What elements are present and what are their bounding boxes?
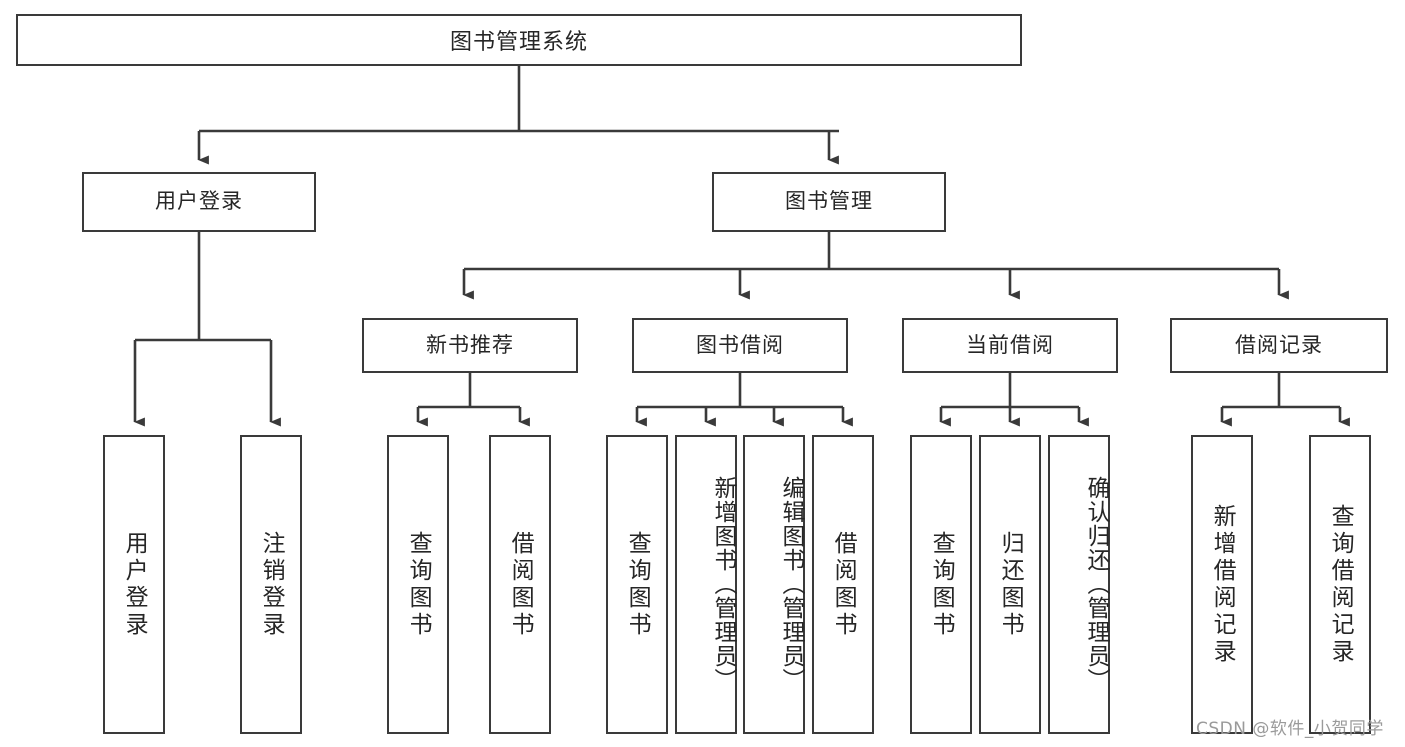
leaf-label: 确认归还（管理员）: [1083, 475, 1109, 692]
leaf-new-book-query[interactable]: 查询图书: [387, 435, 449, 734]
leaf-label: 查询借阅记录: [1327, 503, 1354, 666]
leaf-record-query[interactable]: 查询借阅记录: [1309, 435, 1371, 734]
leaf-label: 编辑图书（管理员）: [778, 475, 804, 692]
leaf-new-book-borrow[interactable]: 借阅图书: [489, 435, 551, 734]
leaf-label: 查询图书: [624, 530, 651, 639]
leaf-label: 用户登录: [121, 530, 148, 639]
node-current-borrow-label: 当前借阅: [966, 332, 1054, 357]
node-book-management-label: 图书管理: [785, 189, 873, 214]
node-root-label: 图书管理系统: [449, 30, 588, 55]
leaf-current-confirm-return[interactable]: 确认归还（管理员）: [1048, 435, 1110, 734]
leaf-label: 查询图书: [928, 530, 955, 639]
leaf-label: 查询图书: [405, 530, 432, 639]
node-current-borrow[interactable]: 当前借阅: [902, 318, 1118, 373]
leaf-label: 新增图书（管理员）: [710, 475, 736, 692]
leaf-label: 归还图书: [997, 530, 1024, 639]
leaf-borrow-add-book[interactable]: 新增图书（管理员）: [675, 435, 737, 734]
node-user-login[interactable]: 用户登录: [82, 172, 316, 232]
leaf-label: 借阅图书: [830, 530, 857, 639]
leaf-current-return-book[interactable]: 归还图书: [979, 435, 1041, 734]
leaf-user-login-signin[interactable]: 用户登录: [103, 435, 165, 734]
node-book-borrow-label: 图书借阅: [696, 332, 784, 357]
leaf-record-add[interactable]: 新增借阅记录: [1191, 435, 1253, 734]
leaf-label: 注销登录: [258, 530, 285, 639]
watermark-text: CSDN @软件_小贺同学: [1196, 719, 1384, 739]
leaf-label: 借阅图书: [507, 530, 534, 639]
node-new-book-recommend[interactable]: 新书推荐: [362, 318, 578, 373]
node-borrow-record[interactable]: 借阅记录: [1170, 318, 1388, 373]
leaf-borrow-borrow-book[interactable]: 借阅图书: [812, 435, 874, 734]
leaf-borrow-edit-book[interactable]: 编辑图书（管理员）: [743, 435, 805, 734]
node-borrow-record-label: 借阅记录: [1235, 332, 1323, 357]
node-root[interactable]: 图书管理系统: [16, 14, 1022, 66]
leaf-label: 新增借阅记录: [1209, 503, 1236, 666]
node-new-book-recommend-label: 新书推荐: [426, 332, 514, 357]
node-book-borrow[interactable]: 图书借阅: [632, 318, 848, 373]
node-user-login-label: 用户登录: [155, 189, 243, 214]
leaf-borrow-query-book[interactable]: 查询图书: [606, 435, 668, 734]
leaf-current-query-book[interactable]: 查询图书: [910, 435, 972, 734]
node-book-management[interactable]: 图书管理: [712, 172, 946, 232]
leaf-user-login-signout[interactable]: 注销登录: [240, 435, 302, 734]
